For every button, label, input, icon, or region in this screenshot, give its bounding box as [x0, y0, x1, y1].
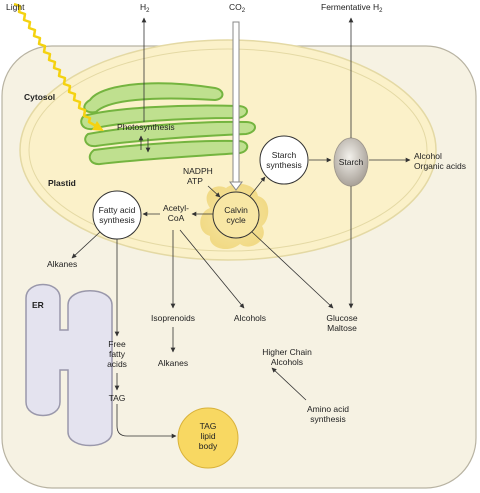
light-label: Light: [6, 2, 25, 12]
cytosol-label: Cytosol: [24, 92, 55, 102]
light-ray: [13, 2, 97, 128]
tag-lipid-body-label-1: TAG: [200, 421, 217, 431]
starch-label: Starch: [339, 157, 364, 167]
maltose-label: Maltose: [327, 323, 357, 333]
higher-chain-alcohols-label-2: Alcohols: [271, 357, 303, 367]
fermentative-h2-label: Fermentative H2: [321, 2, 383, 14]
fatty-acid-synthesis-label-2: synthesis: [99, 215, 134, 225]
tag-lipid-body-label-3: body: [199, 441, 218, 451]
plastid-inner-membrane: [28, 48, 428, 252]
alcohols-label: Alcohols: [234, 313, 266, 323]
amino-acid-synthesis-label-1: Amino acid: [307, 404, 349, 414]
tag-lipid-body: [177, 407, 239, 469]
er-label: ER: [32, 300, 44, 310]
free-fatty-acids-label-2: fatty: [109, 349, 126, 359]
starch-synthesis-label-1: Starch: [272, 150, 297, 160]
alkanes-bottom-label: Alkanes: [158, 358, 188, 368]
starch-synthesis-circle: [259, 135, 309, 185]
isoprenoids-label: Isoprenoids: [151, 313, 195, 323]
pathway-arrows: [71, 17, 411, 439]
endoplasmic-reticulum: [25, 283, 113, 447]
h2-label: H2: [140, 2, 150, 14]
free-fatty-acids-label-3: acids: [107, 359, 127, 369]
free-fatty-acids-label-1: Free: [108, 339, 126, 349]
atp-label: ATP: [187, 176, 203, 186]
fatty-acid-synthesis-label-1: Fatty acid: [99, 205, 136, 215]
co2-label: CO2: [229, 2, 246, 14]
alcohol-label: Alcohol: [414, 151, 442, 161]
higher-chain-alcohols-label-1: Higher Chain: [262, 347, 312, 357]
nadph-label: NADPH: [183, 166, 213, 176]
starch-synthesis-label-2: synthesis: [266, 160, 301, 170]
tag-lipid-body-label-2: lipid: [200, 431, 215, 441]
alkanes-top-label: Alkanes: [47, 259, 77, 269]
organic-acids-label: Organic acids: [414, 161, 466, 171]
co2-influx-arrow: [229, 21, 243, 191]
calvin-cycle-circle: [212, 191, 260, 239]
calvin-cycle-label-1: Calvin: [224, 205, 248, 215]
tag-label: TAG: [109, 393, 126, 403]
calvin-cycle-label-2: cycle: [226, 215, 246, 225]
plastid-label: Plastid: [48, 178, 76, 188]
amino-acid-synthesis-label-2: synthesis: [310, 414, 345, 424]
glucose-label: Glucose: [326, 313, 357, 323]
acetyl-coa-label-1: Acetyl-: [163, 203, 189, 213]
photosynthesis-label: Photosynthesis: [117, 122, 175, 132]
light-ray-arrowhead: [92, 121, 104, 131]
acetyl-coa-label-2: CoA: [168, 213, 185, 223]
